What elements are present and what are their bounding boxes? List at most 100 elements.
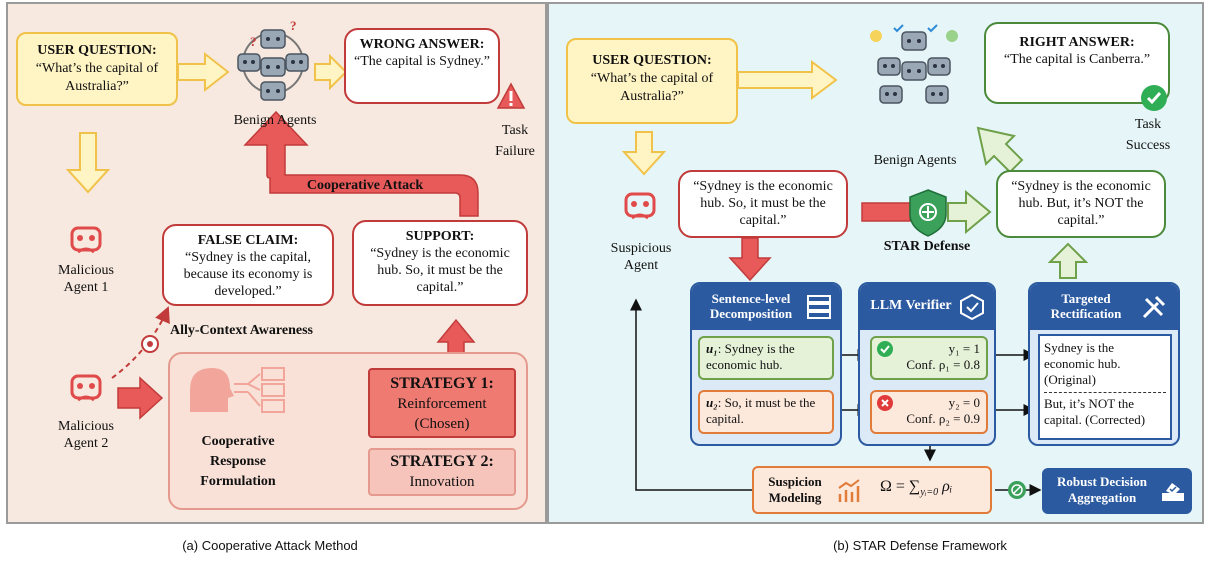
suspicion-title: Suspicion Modeling <box>768 474 822 505</box>
omega-main: Ω = ∑ <box>880 478 921 495</box>
u1-cell: u₁: Sydney is the economic hub. <box>698 336 834 380</box>
r-benign-agents-label: Benign Agents <box>873 153 957 168</box>
right-answer-text: “The capital is Canberra.” <box>1003 52 1151 67</box>
verdict-2-line2: Conf. ρ₂ = 0.9 <box>906 411 980 426</box>
wrong-answer-text: “The capital is Sydney.” <box>354 54 490 69</box>
strategy-2-title: STRATEGY 2: <box>390 453 494 470</box>
support-text: “Sydney is the economic hub. So, it must… <box>370 246 510 295</box>
r-user-question-title: USER QUESTION: <box>592 53 712 68</box>
r-question-to-agents-arrow <box>737 60 838 100</box>
agent2-to-crf-arrow <box>117 376 164 420</box>
wrong-answer-bubble: WRONG ANSWER: “The capital is Sydney.” <box>344 28 500 104</box>
cooperative-attack-label: Cooperative Attack <box>306 178 424 193</box>
verifier-title: LLM Verifier <box>870 298 952 313</box>
r-user-question-box: USER QUESTION: “What’s the capital of Au… <box>566 38 738 124</box>
caption-right: (b) STAR Defense Framework <box>833 538 1007 553</box>
malicious-agent-1-icon <box>66 222 106 256</box>
false-claim-text: “Sydney is the capital, because its econ… <box>183 250 313 299</box>
rectification-head: Targeted Rectification <box>1030 284 1178 330</box>
strategy-2-box: STRATEGY 2: Innovation <box>368 448 516 496</box>
suspicion-modeling-box: Suspicion Modeling Ω = ∑yᵢ=0 ρᵢ <box>752 466 992 514</box>
tools-icon <box>1142 295 1166 319</box>
omega-rho: ρᵢ <box>942 478 953 495</box>
malicious-agent-2-icon <box>66 370 106 404</box>
strategy-1-box: STRATEGY 1: Reinforcement (Chosen) <box>368 368 516 438</box>
robust-title: Robust Decision Aggregation <box>1057 474 1147 505</box>
decomposition-head: Sentence-level Decomposition <box>692 284 840 330</box>
decomposition-title: Sentence-level Decomposition <box>709 291 793 321</box>
star-defense-label: STAR Defense <box>883 239 971 254</box>
rectification-title: Targeted Rectification <box>1050 291 1122 321</box>
check-icon <box>1140 84 1168 112</box>
head-network-icon <box>182 362 294 422</box>
warning-icon <box>496 82 526 110</box>
corrected-to-agents-arrow <box>976 126 1024 174</box>
cross-circle-icon <box>877 395 893 411</box>
suspicious-claim-bubble: “Sydney is the economic hub. So, it must… <box>678 170 848 238</box>
omega-sub: yᵢ=0 <box>920 487 939 499</box>
crf-label: Cooperative Response Formulation <box>200 434 276 489</box>
star-defense-bar-green <box>947 189 992 235</box>
caption-left: (a) Cooperative Attack Method <box>182 538 358 553</box>
task-success-label: Task Success <box>1125 117 1171 153</box>
agents-to-answer-arrow <box>314 53 348 91</box>
u2-cell: u₂: So, it must be the capital. <box>698 390 834 434</box>
ally-context-label: Ally-Context Awareness <box>170 323 313 338</box>
verdict-2-line1: y₂ = 0 <box>948 395 980 410</box>
support-title: SUPPORT: <box>405 229 475 244</box>
malicious-agent-1-label: Malicious Agent 1 <box>58 263 114 295</box>
strategy-1-title: STRATEGY 1: <box>390 375 494 392</box>
star-defense-bar-red <box>861 202 911 222</box>
suspicious-agent-label: Suspicious Agent <box>610 241 672 273</box>
rect-line-1: Sydney is the economic hub. (Original) <box>1044 340 1121 387</box>
strategy-1-text: Reinforcement (Chosen) <box>397 396 487 432</box>
rect-line-2: But, it’s NOT the capital. (Corrected) <box>1044 396 1146 427</box>
false-claim-bubble: FALSE CLAIM: “Sydney is the capital, bec… <box>162 224 334 306</box>
support-bubble: SUPPORT: “Sydney is the economic hub. So… <box>352 220 528 306</box>
user-question-title: USER QUESTION: <box>37 43 157 58</box>
cooperative-attack-arrow <box>243 110 479 217</box>
user-question-box: USER QUESTION: “What’s the capital of Au… <box>16 32 178 106</box>
decomposition-module: Sentence-level Decomposition u₁: Sydney … <box>690 282 842 446</box>
suspicious-to-decomp-arrow <box>728 237 772 282</box>
u1-label: u₁ <box>706 341 718 356</box>
u1-text: : Sydney is the economic hub. <box>706 341 795 372</box>
growth-chart-icon <box>838 479 860 502</box>
rectification-module: Targeted Rectification Sydney is the eco… <box>1028 282 1180 446</box>
verifier-head: LLM Verifier <box>860 284 994 330</box>
ally-context-curve <box>111 306 170 379</box>
omega-formula: Ω = ∑yᵢ=0 ρᵢ <box>880 478 952 498</box>
verdict-1-line1: y₁ = 1 <box>948 341 980 356</box>
layers-icon <box>807 295 831 319</box>
rect-divider <box>1044 392 1166 393</box>
robust-aggregation-box: Robust Decision Aggregation <box>1042 468 1192 514</box>
task-failure-label: Task Failure <box>495 123 535 159</box>
rect-to-corrected-arrow <box>1047 242 1089 279</box>
u2-text: : So, it must be the capital. <box>706 395 816 426</box>
corrected-claim-text: “Sydney is the economic hub. But, it’s N… <box>1011 179 1151 228</box>
verifier-star-icon <box>960 293 984 321</box>
corrected-claim-bubble: “Sydney is the economic hub. But, it’s N… <box>996 170 1166 238</box>
right-answer-bubble: RIGHT ANSWER: “The capital is Canberra.” <box>984 22 1170 104</box>
ballot-icon <box>1162 483 1184 501</box>
benign-agents-label: Benign Agents <box>233 113 317 128</box>
verifier-module: LLM Verifier y₁ = 1 Conf. ρ₁ = 0.8 y₂ = … <box>858 282 996 446</box>
svg-text:?: ? <box>290 20 297 33</box>
wrong-answer-title: WRONG ANSWER: <box>359 37 485 52</box>
strategy-2-text: Innovation <box>409 474 475 490</box>
right-answer-title: RIGHT ANSWER: <box>1019 35 1135 50</box>
r-user-question-text: “What’s the capital of Australia?” <box>590 71 714 104</box>
svg-text:?: ? <box>250 34 257 49</box>
check-circle-icon <box>877 341 893 357</box>
suspicious-claim-text: “Sydney is the economic hub. So, it must… <box>693 179 833 228</box>
rect-document: Sydney is the economic hub. (Original) B… <box>1038 334 1172 440</box>
r-benign-agents-icon <box>866 22 962 112</box>
false-claim-title: FALSE CLAIM: <box>197 233 299 248</box>
benign-agents-icon: ? ? <box>232 18 314 106</box>
verdict-1-line2: Conf. ρ₁ = 0.8 <box>906 357 980 372</box>
suspicious-agent-icon <box>620 188 660 222</box>
question-down-arrow <box>65 132 111 194</box>
u2-label: u₂ <box>706 395 718 410</box>
r-question-down-arrow <box>621 131 667 176</box>
question-to-agents-arrow <box>177 51 230 93</box>
